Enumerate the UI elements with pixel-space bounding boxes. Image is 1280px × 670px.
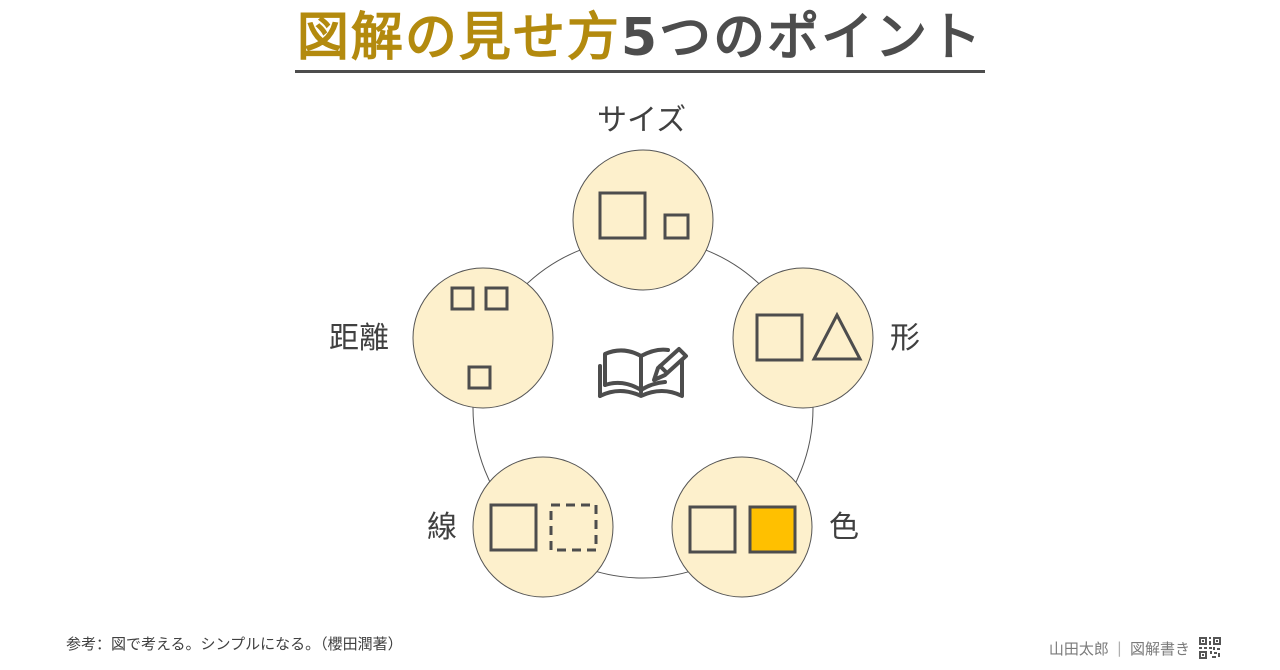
square-icon — [755, 313, 804, 362]
author-credit: 山田太郎 | 図解書き — [1049, 636, 1222, 660]
filled-square-icon — [748, 505, 797, 554]
label-color: 色 — [829, 510, 859, 545]
node-size — [572, 149, 714, 291]
solid-square-icon — [489, 503, 538, 552]
book-pen-icon — [598, 347, 688, 398]
title-underlined: 図解の見せ方5つのポイント — [294, 6, 986, 73]
dashed-square-icon — [549, 503, 598, 552]
title-rest: 5つのポイント — [620, 8, 984, 68]
credit-separator: | — [1116, 639, 1122, 657]
far-square-icon — [467, 365, 492, 390]
empty-square-icon — [688, 505, 737, 554]
brand-name: 図解書き — [1129, 639, 1190, 658]
node-color — [671, 456, 813, 598]
node-size-circle — [572, 149, 714, 291]
page-title: 図解の見せ方5つのポイント — [0, 6, 1280, 73]
node-distance-circle — [412, 267, 554, 409]
near-square-icon-1 — [450, 286, 475, 311]
node-color-circle — [671, 456, 813, 598]
label-line: 線 — [427, 510, 457, 545]
label-size: サイズ — [597, 103, 687, 138]
label-distance: 距離 — [329, 321, 389, 356]
small-square-icon — [663, 213, 690, 240]
near-square-icon-2 — [484, 286, 509, 311]
qr-code-icon — [1198, 636, 1222, 660]
reference-note: 参考：図で考える。シンプルになる。（櫻田潤著） — [66, 635, 403, 653]
label-shape: 形 — [890, 321, 920, 356]
large-square-icon — [598, 191, 647, 240]
node-distance — [412, 267, 554, 409]
node-line-circle — [472, 456, 614, 598]
triangle-icon — [811, 311, 863, 361]
node-shape — [732, 267, 874, 409]
node-line — [472, 456, 614, 598]
title-highlight: 図解の見せ方 — [296, 8, 621, 68]
author-name: 山田太郎 — [1048, 639, 1109, 658]
